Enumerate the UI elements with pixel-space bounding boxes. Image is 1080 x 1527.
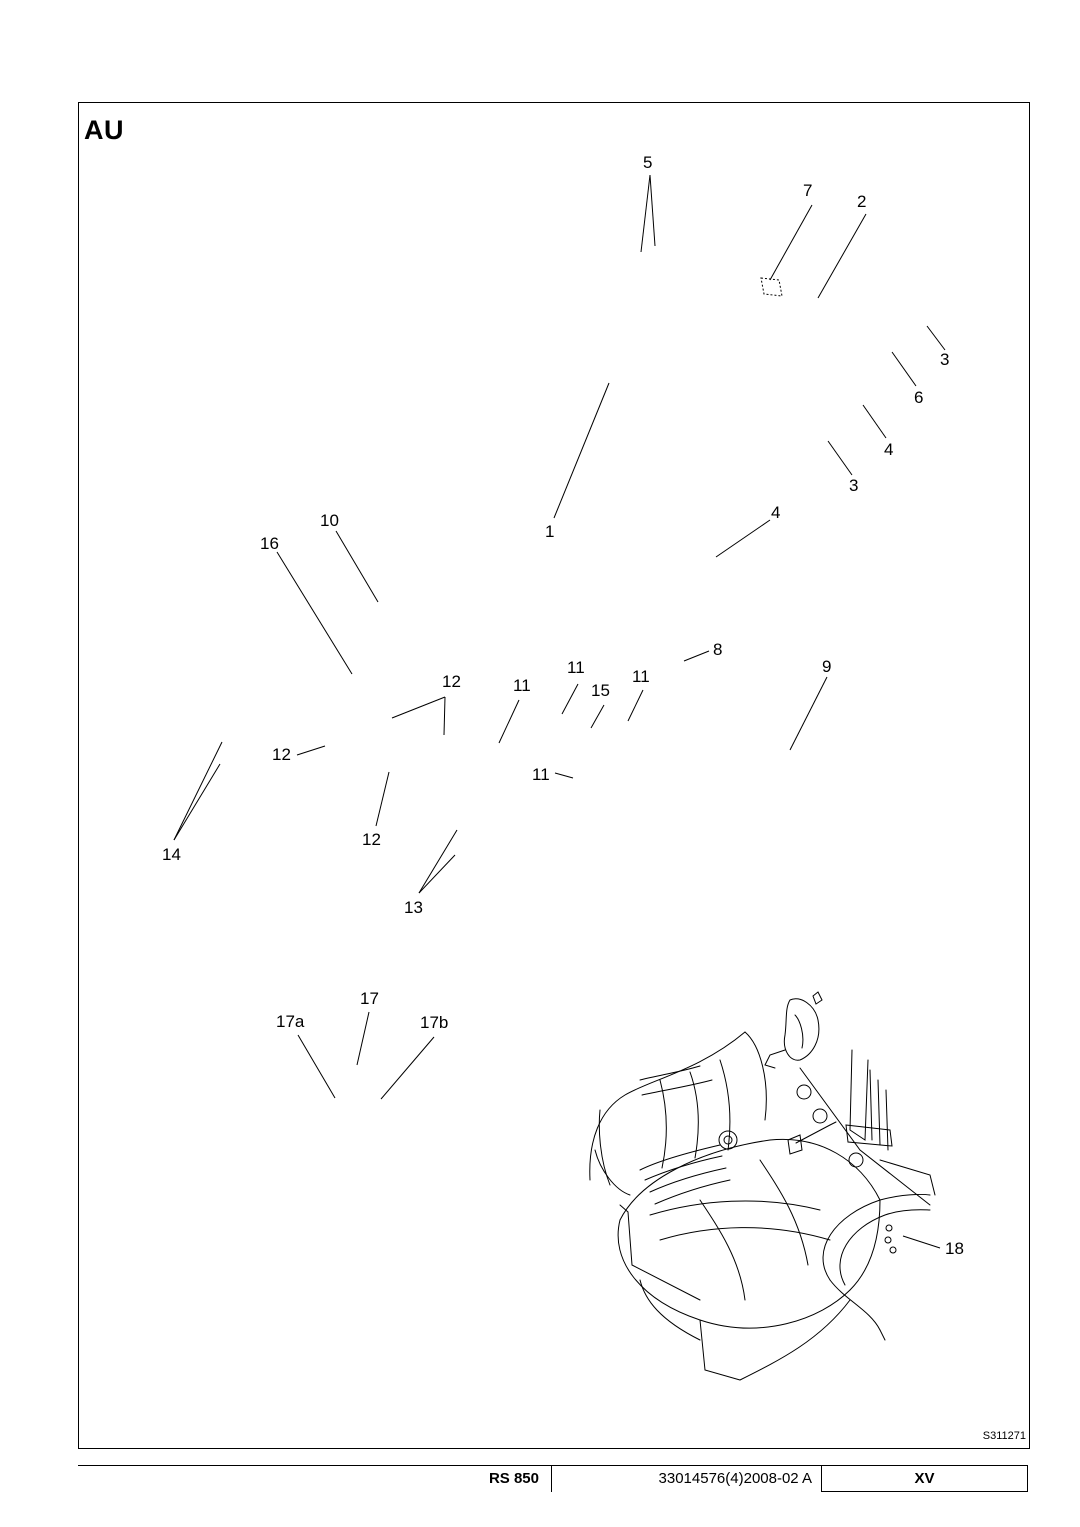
callout-12: 12 (272, 745, 291, 764)
callout-17a: 17a (276, 1012, 305, 1031)
callout-18: 18 (945, 1239, 964, 1258)
callout-11: 11 (532, 765, 550, 784)
callout-10: 10 (320, 511, 339, 530)
callout-3: 3 (849, 476, 858, 495)
callout-14: 14 (162, 845, 181, 864)
page-footer: RS 850 33014576(4)2008-02 A XV (78, 1465, 1028, 1492)
figure-reference-code: S311271 (982, 1430, 1026, 1442)
callout-17: 17 (360, 989, 379, 1008)
callout-15: 15 (591, 681, 610, 700)
footer-model: RS 850 (78, 1466, 552, 1492)
callout-9: 9 (822, 657, 831, 676)
callout-17b: 17b (420, 1013, 448, 1032)
page-frame (78, 102, 1030, 1449)
callout-5: 5 (643, 153, 652, 172)
callout-11: 11 (632, 667, 650, 686)
callout-1: 1 (545, 522, 554, 541)
footer-document-number: 33014576(4)2008-02 A (658, 1470, 812, 1487)
footer-page-number: XV (821, 1466, 1028, 1492)
section-title: AU (84, 115, 124, 145)
clip-marker-icon (760, 277, 783, 297)
callout-11: 11 (567, 658, 585, 677)
callout-4: 4 (884, 440, 893, 459)
leader-lines (173, 174, 946, 1249)
callout-labels: 5 7 2 3 6 4 3 4 1 10 16 8 9 11 11 12 11 … (162, 153, 964, 1258)
callout-12: 12 (442, 672, 461, 691)
callout-13: 13 (404, 898, 423, 917)
callout-8: 8 (713, 640, 722, 659)
callout-11: 11 (513, 676, 531, 695)
callout-12: 12 (362, 830, 381, 849)
callout-16: 16 (260, 534, 279, 553)
seat-illustration (589, 991, 936, 1381)
callout-6: 6 (914, 388, 923, 407)
callout-4: 4 (771, 503, 780, 522)
callout-2: 2 (857, 192, 866, 211)
callout-3: 3 (940, 350, 949, 369)
callout-7: 7 (803, 181, 812, 200)
